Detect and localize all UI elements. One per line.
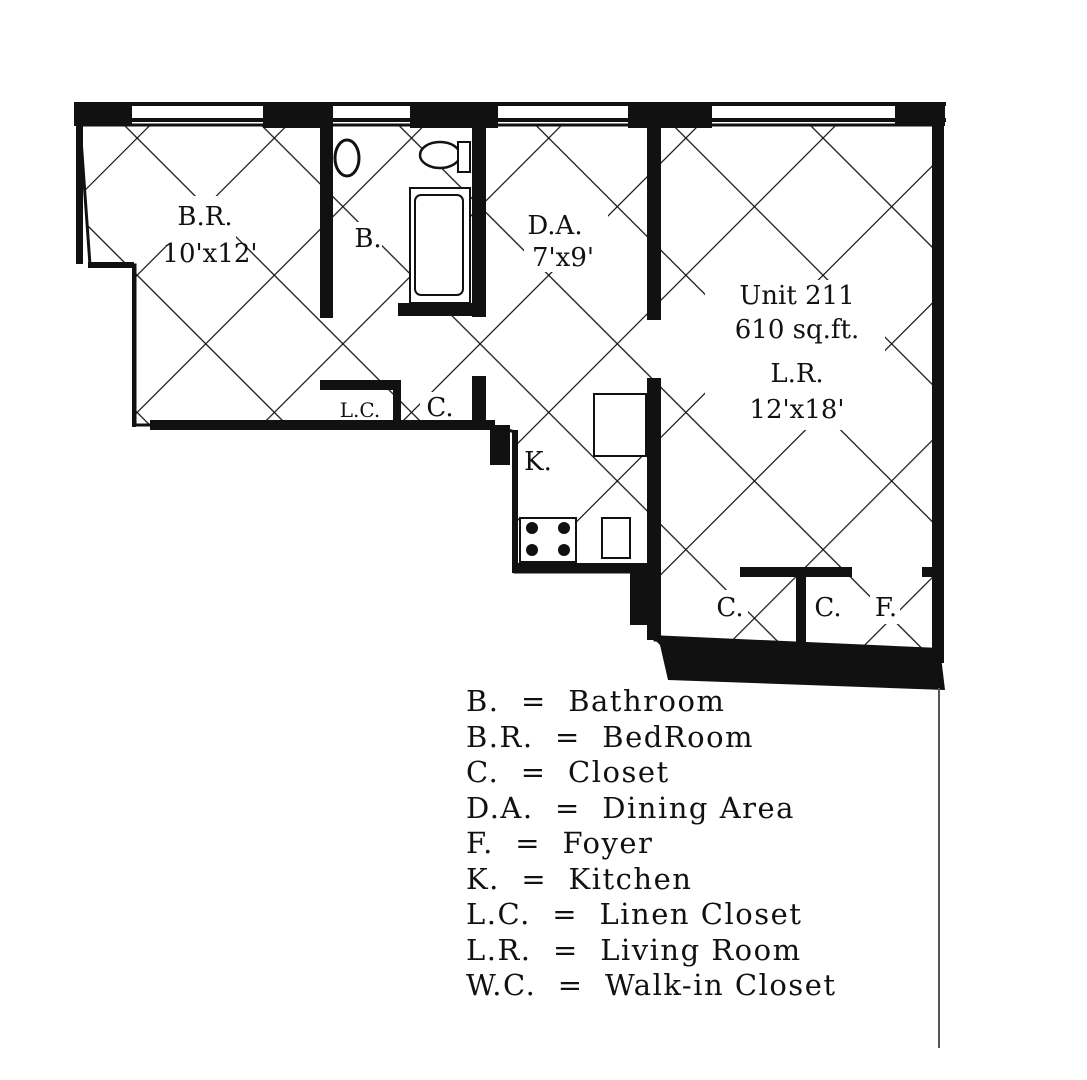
kitchen-label: K.	[524, 447, 552, 477]
kitchen-sink-icon	[601, 517, 631, 559]
legend-item: B. = Bathroom	[466, 684, 726, 718]
legend-item: K. = Kitchen	[466, 861, 693, 896]
dining-area-size: 7'x9'	[532, 243, 594, 273]
legend-item: F. = Foyer	[466, 826, 654, 860]
lr-closet-label: C.	[716, 593, 743, 623]
linen-closet-label: L.C.	[340, 398, 381, 422]
legend-item: C. = Closet	[466, 755, 670, 789]
living-room-size: 12'x18'	[749, 395, 844, 425]
legend-item: D.A. = Dining Area	[466, 790, 795, 825]
closet-label: C.	[426, 393, 453, 423]
dining-area-label: D.A.	[527, 211, 582, 241]
walls	[74, 102, 946, 690]
bathroom-label: B.	[354, 224, 381, 254]
sink-icon	[333, 138, 361, 178]
bedroom-label: B.R.	[177, 202, 232, 232]
bedroom-size: 10'x12'	[162, 239, 257, 269]
unit-area: 610 sq.ft.	[735, 315, 859, 345]
unit-number: Unit 211	[739, 281, 854, 311]
toilet-icon	[418, 140, 462, 170]
legend: B. = Bathroom B.R. = BedRoom C. = Closet…	[466, 684, 837, 1004]
foyer-label: F.	[875, 593, 897, 623]
living-room-label: L.R.	[770, 359, 823, 389]
legend-item: L.C. = Linen Closet	[466, 897, 803, 931]
legend-item: W.C. = Walk-in Closet	[466, 968, 837, 1002]
bathtub-icon	[409, 187, 471, 304]
legend-item: B.R. = BedRoom	[466, 719, 755, 754]
legend-item: L.R. = Living Room	[466, 932, 802, 967]
fixtures	[333, 138, 647, 563]
refrigerator-icon	[593, 393, 647, 457]
legend-divider	[938, 688, 940, 1048]
foyer-closet-label: C.	[814, 593, 841, 623]
